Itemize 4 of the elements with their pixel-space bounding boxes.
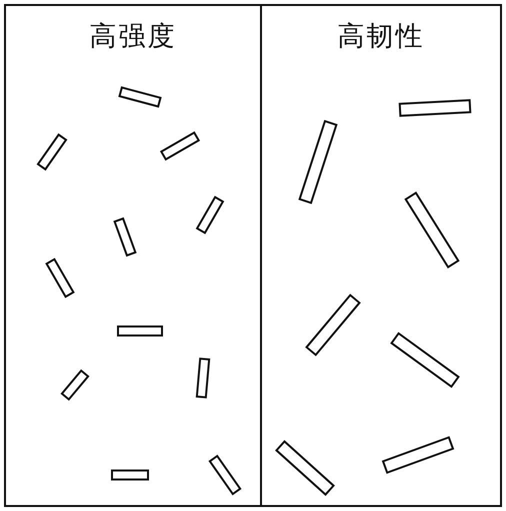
panel-box xyxy=(260,4,502,507)
panel-box xyxy=(4,4,262,507)
panel-heading: 高韧性 xyxy=(338,20,424,54)
panel-heading: 高强度 xyxy=(90,20,176,54)
